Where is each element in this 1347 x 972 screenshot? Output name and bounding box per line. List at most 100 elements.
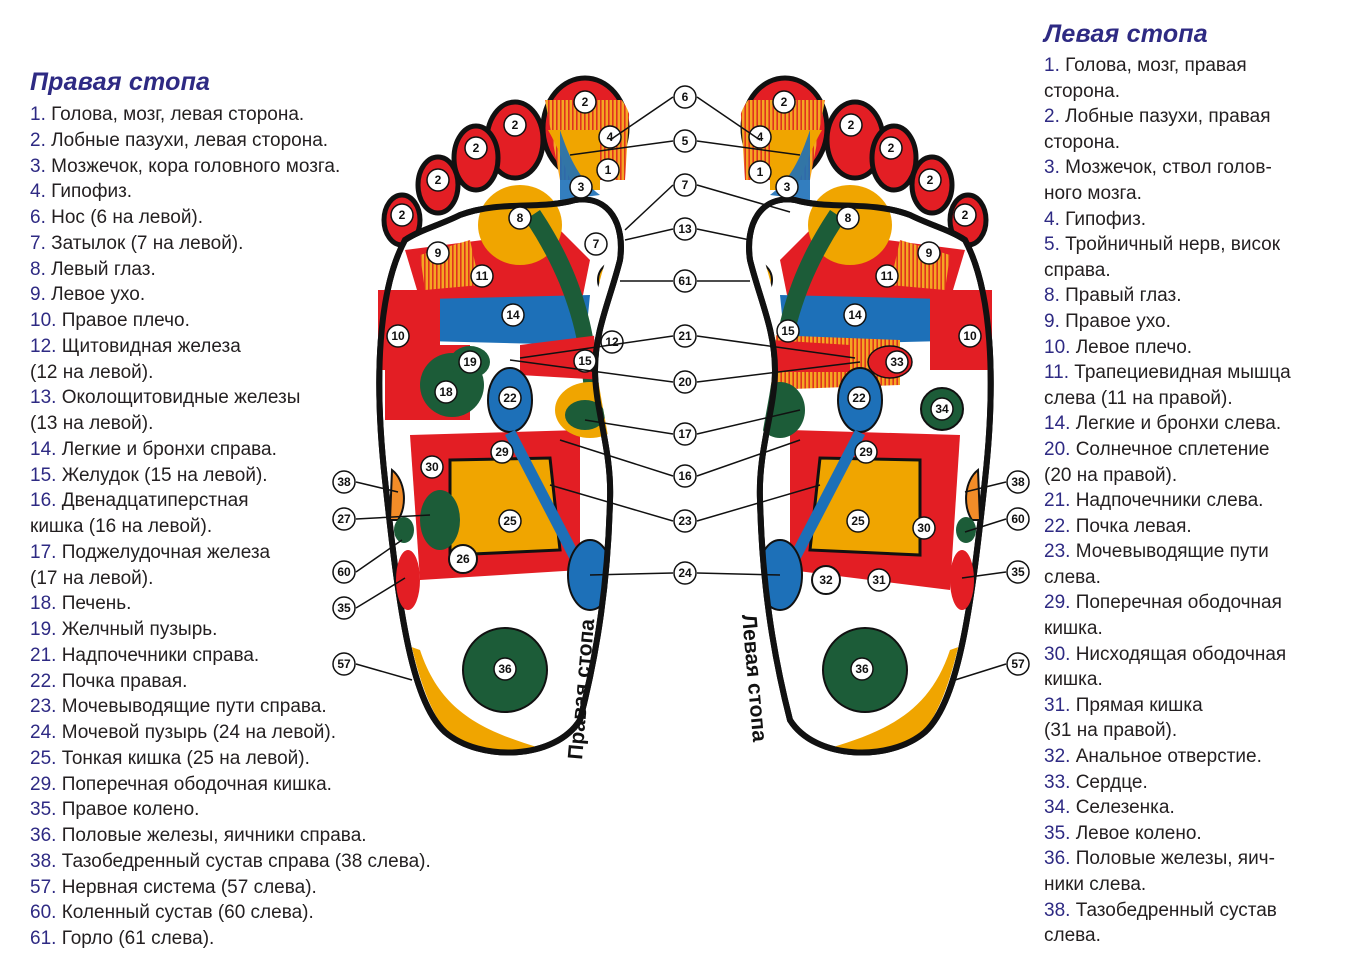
legend-item: 3. Мозжечок, кора головного мозга. — [30, 154, 510, 180]
callout-label: 38 — [1011, 475, 1025, 489]
left-foot-zone-labels: 2 2 2 2 2 4 1 3 8 9 11 14 15 10 33 22 34… — [748, 90, 982, 681]
left-zone-label: 4 — [757, 130, 764, 144]
legend-item-number: 10. — [1044, 336, 1071, 358]
left-zone-label: 34 — [935, 402, 949, 416]
callout-label: 27 — [337, 512, 351, 526]
legend-item-text: Левый глаз. — [51, 258, 156, 280]
right-zone-label: 19 — [463, 355, 477, 369]
right-zone-label: 2 — [435, 173, 442, 187]
legend-item-text: Мочевыводящие пути слева. — [1044, 541, 1269, 588]
legend-item-number: 31. — [1044, 694, 1071, 716]
legend-item: 5. Тройничный нерв, висок справа. — [1044, 232, 1344, 283]
left-zone-label: 9 — [926, 246, 933, 260]
legend-item: 23. Мочевыводящие пути слева. — [1044, 539, 1344, 590]
left-zone-label: 2 — [781, 95, 788, 109]
legend-item-text: Мочевыводящие пути справа. — [61, 696, 327, 718]
legend-item-text: Нос (6 на левой). — [51, 207, 204, 228]
legend-item-text: Селезенка. — [1075, 797, 1175, 819]
legend-item: 57. Нервная система (57 слева). — [30, 875, 510, 901]
legend-item: 34. Селезенка. — [1044, 795, 1344, 821]
callout-label: 6 — [682, 90, 689, 104]
legend-item-number: 36. — [1044, 848, 1071, 870]
legend-item-text: Желудок (15 на левой). — [61, 464, 268, 486]
right-zone-label: 4 — [607, 130, 614, 144]
callout-label: 24 — [678, 566, 692, 580]
legend-item: 16. Двенадцатиперстная кишка (16 на лево… — [30, 488, 510, 540]
left-zone-label: 8 — [845, 211, 852, 225]
legend-item: 4. Гипофиз. — [30, 179, 510, 205]
legend-item: 8. Правый глаз. — [1044, 283, 1344, 309]
right-zone-label: 36 — [498, 662, 512, 676]
callout-label: 60 — [1011, 512, 1025, 526]
legend-item-text: Печень. — [61, 593, 132, 615]
legend-item-text: Солнечное сплетение (20 на правой). — [1044, 438, 1270, 486]
left-zone-label: 15 — [781, 324, 795, 338]
legend-item-number: 23. — [1044, 541, 1071, 563]
right-zone-label: 3 — [578, 180, 585, 194]
right-foot-legend-list: 1. Голова, мозг, левая сторона.2. Лобные… — [30, 102, 510, 952]
legend-item: 19. Желчный пузырь. — [30, 617, 510, 643]
legend-item: 23. Мочевыводящие пути справа. — [30, 694, 510, 720]
legend-item-text: Половые железы, яич- ники слева. — [1044, 848, 1275, 895]
legend-item: 30. Нисходящая ободочная кишка. — [1044, 642, 1344, 693]
legend-item-number: 23. — [30, 696, 57, 718]
legend-item-number: 61. — [30, 928, 57, 949]
legend-item-number: 24. — [30, 722, 57, 743]
legend-item-text: Почка левая. — [1075, 515, 1192, 537]
legend-item-number: 3. — [1044, 157, 1060, 179]
legend-item-text: Правый глаз. — [1065, 285, 1182, 307]
legend-item-number: 25. — [30, 747, 57, 769]
legend-item-text: Лобные пазухи, правая сторона. — [1044, 106, 1271, 153]
left-zone-label: 2 — [888, 141, 895, 155]
legend-item-text: Нервная система (57 слева). — [61, 876, 317, 898]
legend-item-number: 7. — [30, 232, 46, 254]
left-foot: 2 2 2 2 2 4 1 3 8 9 11 14 15 10 33 22 34… — [737, 75, 994, 756]
legend-item: 2. Лобные пазухи, левая сторона. — [30, 128, 510, 154]
legend-item: 13. Околощитовидные железы (13 на левой)… — [30, 385, 510, 437]
left-zone-label: 30 — [917, 521, 931, 535]
legend-item: 31. Прямая кишка (31 на правой). — [1044, 693, 1344, 744]
legend-item: 20. Солнечное сплетение (20 на правой). — [1044, 437, 1344, 488]
right-zone-label: 26 — [456, 552, 470, 566]
legend-item: 14. Легкие и бронхи слева. — [1044, 411, 1344, 437]
legend-item-number: 19. — [30, 619, 57, 640]
left-zone-label: 10 — [963, 329, 977, 343]
right-foot-legend: Правая стопа 1. Голова, мозг, левая стор… — [30, 68, 510, 952]
callout-label: 13 — [678, 222, 692, 236]
right-side-callouts: 38 27 60 35 57 — [332, 470, 356, 676]
callout-label: 57 — [1011, 657, 1025, 671]
legend-item-number: 5. — [1044, 234, 1060, 256]
legend-item-text: Поперечная ободочная кишка. — [1044, 592, 1282, 640]
left-zone-label: 36 — [855, 662, 869, 676]
legend-item-text: Мозжечок, ствол голов- ного мозга. — [1044, 157, 1272, 204]
legend-item-text: Лобные пазухи, левая сторона. — [51, 129, 329, 151]
callout-label: 16 — [678, 469, 692, 483]
legend-item-number: 1. — [1044, 55, 1060, 76]
legend-item-number: 18. — [30, 593, 57, 615]
legend-item-number: 14. — [1044, 413, 1071, 435]
legend-item-text: Поджелудочная железа (17 на левой). — [30, 541, 271, 589]
legend-item-number: 34. — [1044, 797, 1071, 819]
legend-item-number: 4. — [1044, 208, 1060, 230]
legend-item-text: Тазобедренный сустав справа (38 слева). — [61, 850, 431, 872]
legend-item: 6. Нос (6 на левой). — [30, 205, 510, 231]
left-zone-label: 25 — [851, 514, 865, 528]
legend-item: 15. Желудок (15 на левой). — [30, 463, 510, 489]
right-foot-zone-labels: 2 2 2 2 2 4 1 3 8 7 9 11 14 10 12 15 19 … — [386, 90, 624, 681]
legend-item-number: 57. — [30, 876, 57, 898]
legend-item-number: 9. — [30, 284, 46, 306]
legend-item-text: Надпочечники слева. — [1075, 490, 1264, 512]
right-zone-label: 30 — [425, 460, 439, 474]
right-zone-label: 2 — [399, 208, 406, 222]
left-foot-legend: Левая стопа 1. Голова, мозг, правая стор… — [1044, 20, 1344, 949]
legend-item-number: 36. — [30, 825, 57, 846]
legend-item: 17. Поджелудочная железа (17 на левой). — [30, 540, 510, 592]
callout-label: 38 — [337, 475, 351, 489]
legend-item: 36. Половые железы, яичники справа. — [30, 823, 510, 849]
legend-item-text: Правое плечо. — [61, 310, 190, 331]
legend-item-number: 2. — [30, 129, 46, 151]
legend-item: 21. Надпочечники справа. — [30, 643, 510, 669]
right-zone-label: 8 — [517, 211, 524, 225]
legend-item-number: 1. — [30, 104, 46, 125]
